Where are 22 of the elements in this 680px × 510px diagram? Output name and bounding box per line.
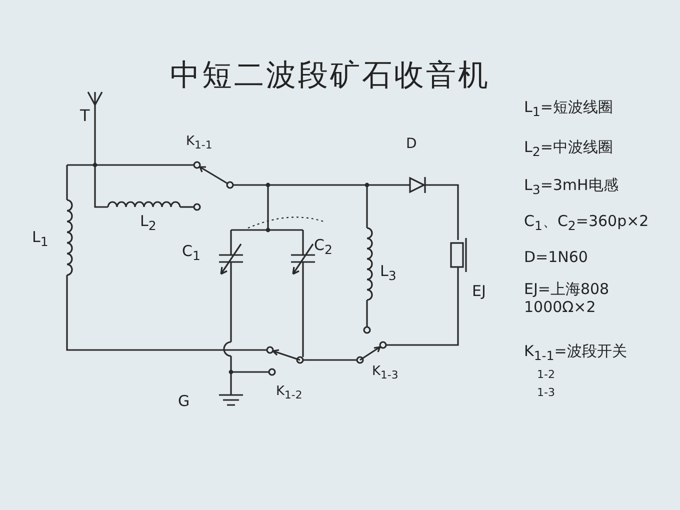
earphone-label: EJ: [472, 282, 486, 300]
antenna-label: T: [80, 106, 90, 126]
parts-note: 1-3: [537, 386, 555, 400]
capacitor-label: C$_{1}$: [182, 242, 200, 263]
switch-label: K$_{1-2}$: [276, 384, 302, 402]
parts-note: 1-2: [537, 368, 555, 382]
title: 中短二波段矿石收音机: [170, 58, 490, 94]
parts-note: C$_{1}$、C$_{2}$=360p×2: [524, 212, 649, 233]
coil-label: L$_{1}$: [32, 228, 48, 249]
switch-label: K$_{1-1}$: [186, 134, 212, 152]
coil-label: L$_{3}$: [380, 262, 396, 283]
capacitor-label: C$_{2}$: [314, 236, 332, 257]
parts-note: L$_{1}$=短波线圈: [524, 98, 613, 119]
parts-note: EJ=上海808 1000Ω×2: [524, 280, 610, 316]
parts-note: L$_{3}$=3mH电感: [524, 176, 618, 197]
parts-note: D=1N60: [524, 248, 588, 266]
switch-label: K$_{1-3}$: [372, 364, 398, 382]
ground-label: G: [178, 392, 190, 410]
parts-note: L$_{2}$=中波线圈: [524, 138, 613, 159]
diode-label: D: [406, 136, 417, 153]
parts-note: K$_{1-1}$=波段开关: [524, 342, 627, 363]
coil-label: L$_{2}$: [140, 212, 156, 233]
